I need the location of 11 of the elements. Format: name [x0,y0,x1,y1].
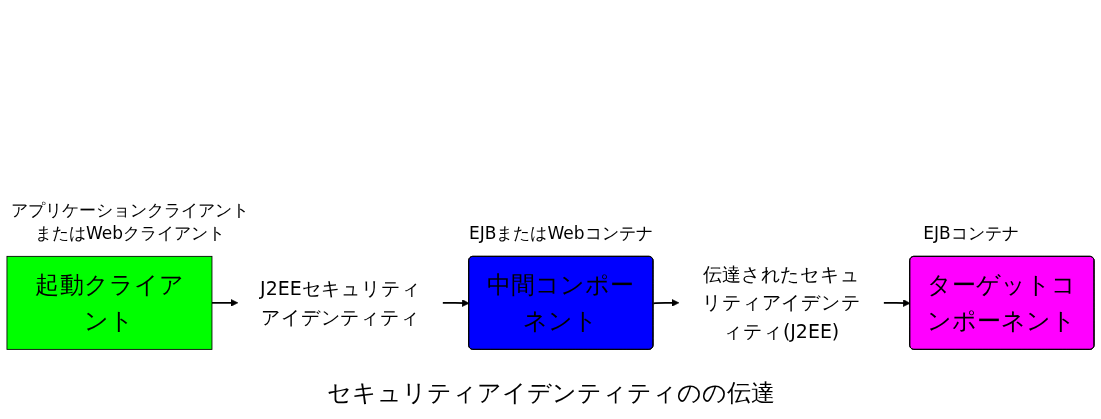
arrow [652,299,680,307]
node-text: 伝達されたセキュリティアイデンティティ(J2EE) [702,263,861,343]
container-label: EJBまたはWebコンテナ [468,221,654,245]
arrow [211,299,239,307]
container-label: EJBコンテナ [922,221,1020,245]
node-text: J2EEセキュリティアイデンティティ [260,278,421,329]
container-label: アプリケーションクライアントまたはWebクライアント [10,198,250,245]
arrow [883,299,911,308]
caption: セキュリティアイデンティティのの伝達 [326,378,775,409]
node-box: 起動クライアント [6,256,213,351]
arrow [441,299,470,308]
